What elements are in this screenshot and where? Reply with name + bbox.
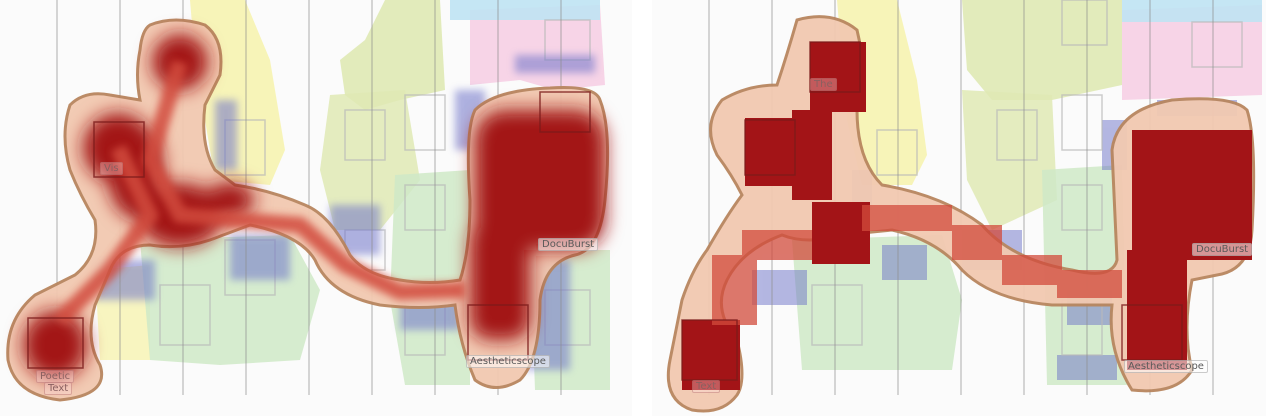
blue-region (450, 0, 600, 20)
green-region-2 (390, 170, 470, 385)
text-label: Text (692, 380, 721, 393)
hotspot-thumbnails (681, 41, 1183, 381)
text-label: Text (44, 382, 73, 395)
the-label: The (810, 78, 837, 91)
hotspot-thumbnails (27, 91, 591, 369)
docuburst-label: DocuBurst (538, 238, 599, 251)
blue-region (1122, 0, 1262, 22)
right-heatmap-panel: The DocuBurst Aestheticscope Text (652, 0, 1266, 416)
left-heatmap-panel: Vis DocuBurst Aestheticscope Poetic Text (0, 0, 632, 416)
left-heatmap-canvas (6, 0, 610, 402)
heat-trail (54, 59, 466, 326)
aestheticscope-label: Aestheticscope (1124, 360, 1208, 373)
thumbnail-grid (811, 0, 1243, 356)
lime-region (340, 0, 445, 110)
lime-region (962, 0, 1122, 100)
docuburst-label: DocuBurst (1192, 243, 1253, 256)
vis-label: Vis (100, 162, 123, 175)
heat-blocks (682, 42, 1252, 390)
aestheticscope-label: Aestheticscope (466, 355, 550, 368)
poetic-label: Poetic (36, 370, 75, 383)
right-heatmap-canvas (666, 0, 1262, 413)
heat-trail-blocks (712, 205, 1122, 325)
